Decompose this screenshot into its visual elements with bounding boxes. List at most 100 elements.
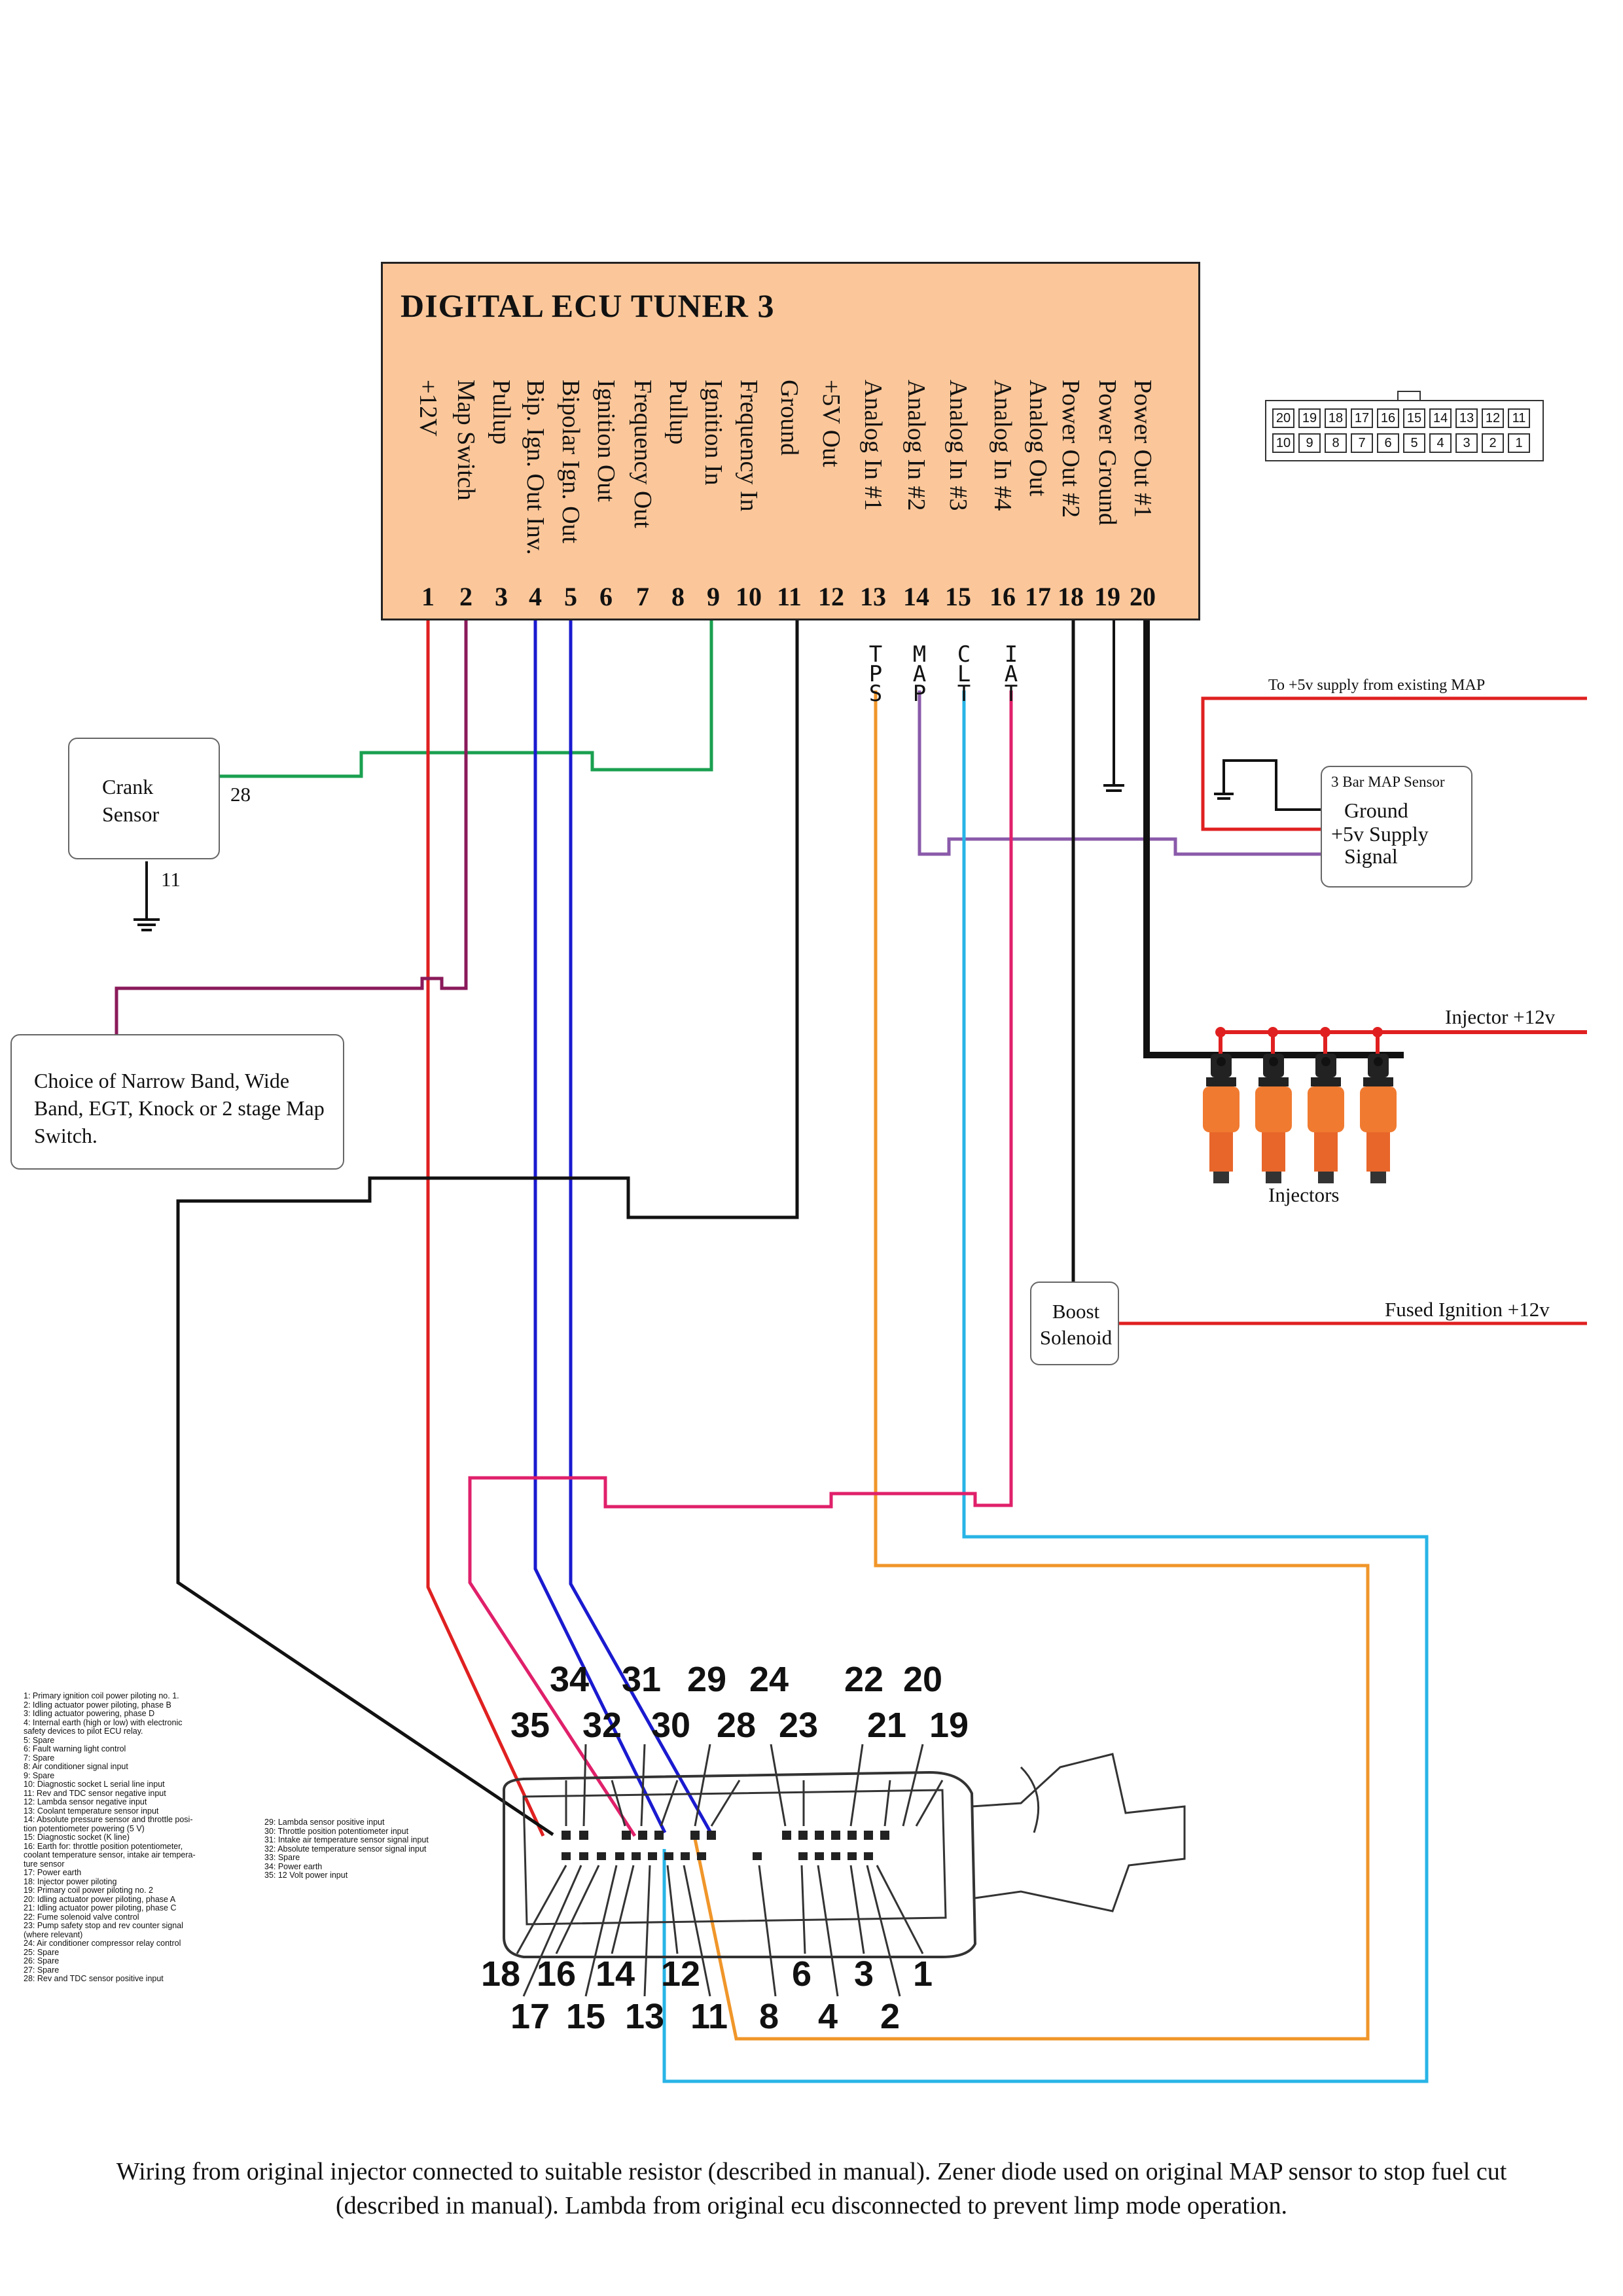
legend-line: 16: Earth for: throttle position potenti… [24, 1841, 183, 1851]
ecu-pin-number: 20 [1130, 582, 1156, 611]
connector-pin-cell: 8 [1325, 433, 1347, 453]
legend-line: 18: Injector power piloting [24, 1876, 117, 1886]
ground-symbol-pin19 [1103, 620, 1124, 792]
sensor-tag-iat: I A T [1004, 641, 1018, 707]
wire-crank-signal [218, 620, 713, 778]
ecu-pin-label: +12V [414, 380, 442, 437]
ground-symbol-map [1214, 759, 1321, 811]
legend-line: 7: Spare [24, 1753, 55, 1763]
legend-line: 12: Lambda sensor negative input [24, 1797, 147, 1806]
legend-line: 8: Air conditioner signal input [24, 1762, 128, 1771]
ecu-pin-number: 7 [636, 582, 649, 611]
connector-pin-cell: 2 [1482, 433, 1504, 453]
connector-grid-frame [1265, 391, 1544, 461]
plug-pin-number: 16 [537, 1954, 577, 1994]
ecu-pin-number: 10 [736, 582, 762, 611]
legend-line: 34: Power earth [264, 1861, 323, 1871]
connector-pin-cell: 1 [1508, 433, 1530, 453]
plug-pin-number: 35 [510, 1706, 550, 1745]
connector-pin-cell: 5 [1403, 433, 1425, 453]
ecu-pin-number: 1 [421, 582, 435, 611]
plug-pin-number: 32 [582, 1706, 622, 1745]
injectors-label: Injectors [1268, 1183, 1340, 1206]
plug-pin-number: 8 [759, 1997, 779, 2036]
connector-pin-cell: 3 [1455, 433, 1478, 453]
plug-pin-number: 34 [550, 1660, 590, 1699]
connector-pin-cell: 13 [1455, 408, 1478, 428]
map-sensor-signal: Signal [1344, 844, 1398, 868]
plug-pin-number: 2 [880, 1997, 901, 2036]
plug-pin-number: 31 [622, 1660, 662, 1699]
ecu-pin-label: Power Out #2 [1057, 380, 1084, 518]
legend-line: 24: Air conditioner compressor relay con… [24, 1939, 181, 1948]
plug-pin-number: 20 [903, 1660, 943, 1699]
legend-line: 11: Rev and TDC sensor negative input [24, 1788, 166, 1798]
legend-line: 1: Primary ignition coil power piloting … [24, 1691, 179, 1700]
injector-supply-rail [1215, 1027, 1587, 1062]
legend-line: 27: Spare [24, 1965, 60, 1975]
ecu-pin-label: Analog In #3 [944, 380, 972, 511]
ecu-pin-number: 14 [903, 582, 929, 611]
connector-pin-cell: 15 [1403, 408, 1425, 428]
legend-line: 30: Throttle position potentiometer inpu… [264, 1826, 409, 1836]
ecu-pin-number: 9 [707, 582, 720, 611]
ecu-pin-number: 3 [495, 582, 508, 611]
pinout-legend-left: 1: Primary ignition coil power piloting … [24, 1691, 266, 1984]
legend-line: 4: Internal earth (high or low) with ele… [24, 1717, 183, 1727]
plug-pin-number: 17 [510, 1997, 550, 2036]
ecu-pin-label: Ignition In [700, 380, 727, 486]
wire-pin2-map-switch [115, 620, 468, 1034]
boost-solenoid-label: Boost Solenoid [1039, 1300, 1113, 1349]
legend-line: 29: Lambda sensor positive input [264, 1818, 385, 1827]
plug-pin-number: 6 [792, 1954, 812, 1994]
plug-pin-number: 12 [661, 1954, 701, 1994]
connector-pin-cell: 17 [1351, 408, 1373, 428]
boost-solenoid-box: Boost Solenoid [1030, 1282, 1119, 1365]
legend-line: 32: Absolute temperature sensor signal i… [264, 1844, 427, 1854]
ecu-pin-number: 11 [777, 582, 802, 611]
ecu-pin-number: 2 [459, 582, 473, 611]
ecu-pin-number: 6 [599, 582, 613, 611]
sensor-tag-map: M A P [912, 641, 927, 707]
legend-line: 35: 12 Volt power input [264, 1871, 348, 1880]
plug-pin-number: 23 [779, 1706, 819, 1745]
plug-pin-number: 22 [844, 1660, 884, 1699]
legend-line: 31: Intake air temperature sensor signal… [264, 1835, 429, 1844]
sensor-choice-text: Choice of Narrow Band, Wide Band, EGT, K… [34, 1069, 325, 1147]
connector-pin-cell: 12 [1482, 408, 1504, 428]
ecu-pin-number: 4 [529, 582, 542, 611]
legend-line: (where relevant) [24, 1929, 83, 1939]
ecu-plug-leader-lines [516, 1744, 944, 1997]
plug-pin-number: 4 [818, 1997, 838, 2036]
ecu-pin-label: Power Ground [1094, 380, 1121, 526]
connector-pin-cell: 19 [1298, 408, 1321, 428]
legend-line: 19: Primary coil power piloting no. 2 [24, 1886, 154, 1895]
plug-pin-number: 29 [687, 1660, 727, 1699]
ecu-pin-label: Power Out #1 [1129, 380, 1156, 518]
ecu-pin-label: Bipolar Ign. Out [557, 380, 584, 544]
wire-pin1-12v [426, 620, 545, 1837]
injector-3 [1308, 1054, 1344, 1183]
plug-pin-number: 21 [867, 1706, 907, 1745]
legend-line: 10: Diagnostic socket L serial line inpu… [24, 1780, 165, 1789]
ecu-pin-number: 18 [1058, 582, 1084, 611]
ecu-pin-label: Analog In #1 [859, 380, 887, 511]
connector-pin-cell: 18 [1325, 408, 1347, 428]
wire-tps [692, 691, 1370, 2041]
connector-pin-cell: 6 [1377, 433, 1399, 453]
ecu-pin-label: Frequency In [735, 380, 762, 512]
legend-line: 26: Spare [24, 1956, 60, 1965]
ecu-pin-number: 17 [1025, 582, 1051, 611]
sensor-choice-box: Choice of Narrow Band, Wide Band, EGT, K… [10, 1034, 344, 1170]
wire-clt [662, 691, 1429, 2083]
ecu-pin-label: Analog In #2 [902, 380, 930, 511]
ecu-pin-label: Map Switch [452, 380, 480, 501]
map-sensor-box: 3 Bar MAP Sensor Ground +5v Supply Signa… [1321, 766, 1472, 888]
sensor-tag-clt: C L T [957, 641, 971, 707]
legend-line: 17: Power earth [24, 1868, 82, 1877]
plug-pin-number: 3 [854, 1954, 874, 1994]
ecu-pin-number: 15 [945, 582, 971, 611]
crank-sensor-box: Crank Sensor [68, 738, 220, 859]
ecu-pin-label: Analog In #4 [989, 380, 1016, 511]
